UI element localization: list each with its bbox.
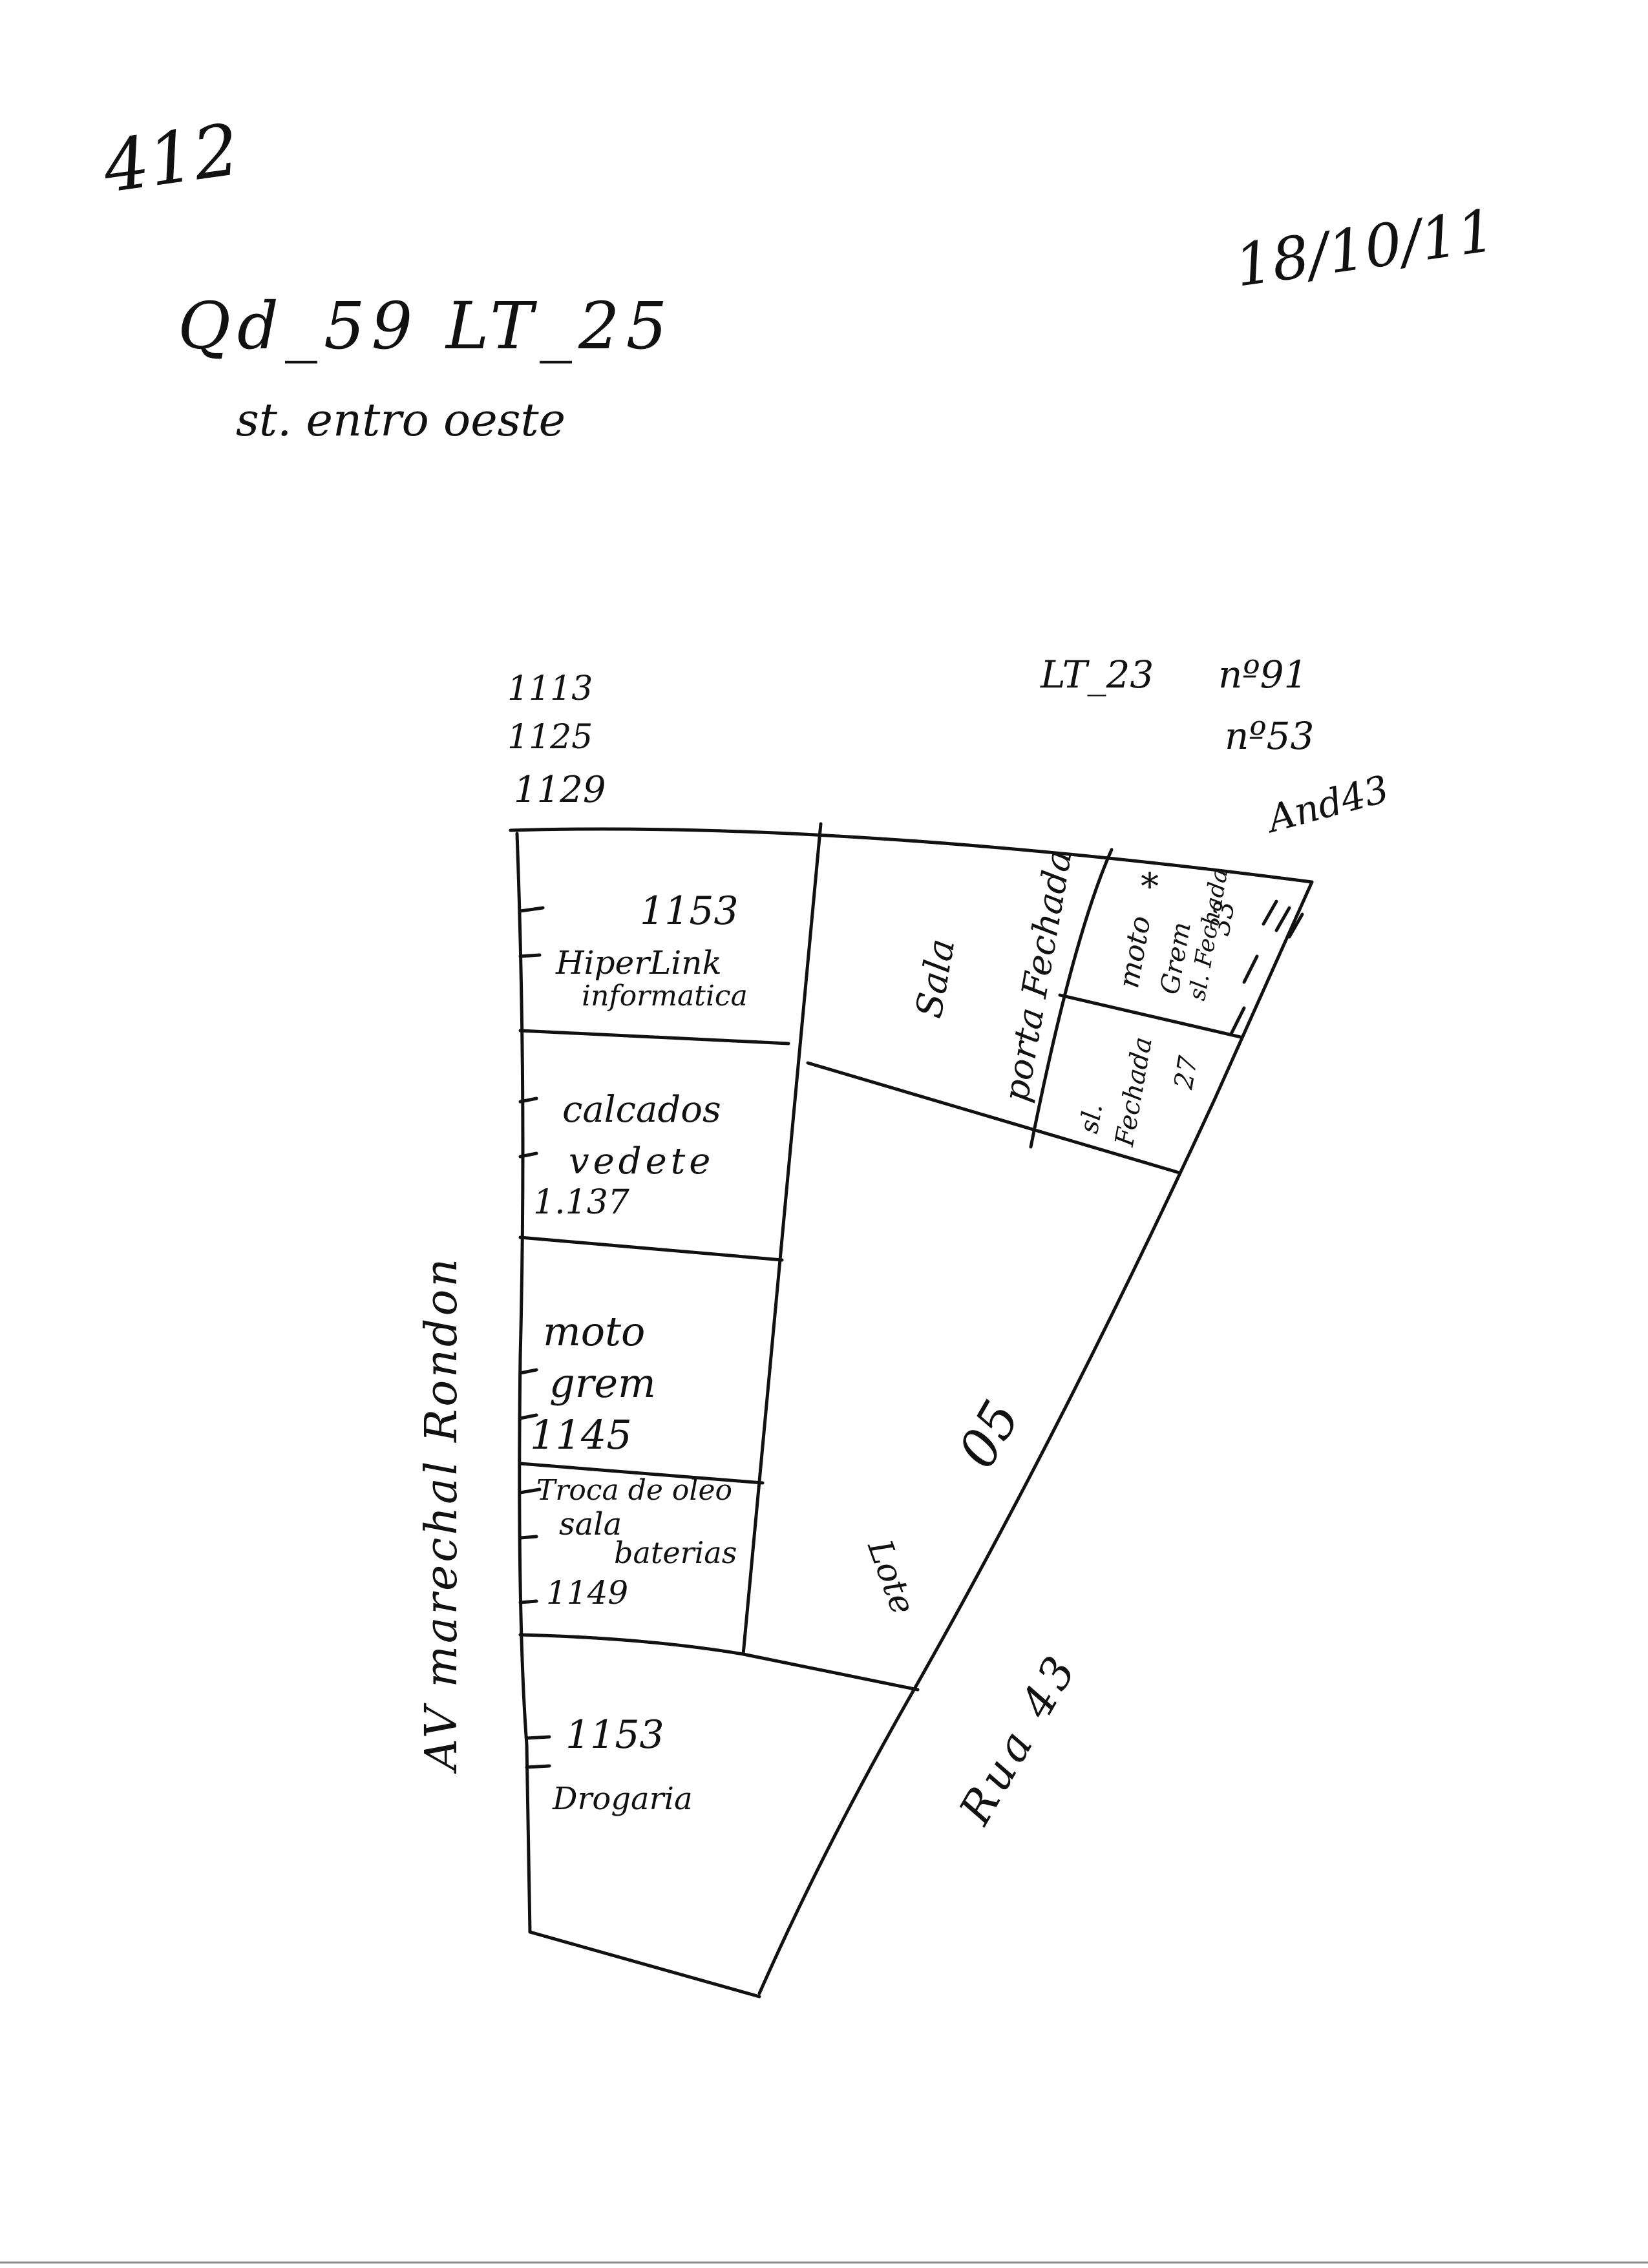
- room-troca-baterias: baterias: [614, 1535, 737, 1570]
- room-troca-number: 1149: [546, 1574, 629, 1612]
- left-column-divider: [741, 822, 823, 1656]
- room-number-1153-top: 1153: [640, 888, 739, 934]
- top-boundary-line: [509, 827, 1314, 884]
- address-number-1113: 1113: [507, 669, 593, 708]
- room-calcados-name: calcados: [562, 1089, 721, 1131]
- room-sl-fechada-prefix: sl.: [1074, 1101, 1109, 1136]
- room-calcados-number: 1.137: [533, 1183, 629, 1222]
- room-moto-number: 1145: [530, 1411, 632, 1458]
- partition-sala: [806, 1061, 1181, 1175]
- partition-bottom: [518, 1633, 920, 1692]
- lt-reference: LT_23: [1041, 653, 1154, 697]
- room-troca-subname: sala: [559, 1506, 622, 1542]
- number-53: nº53: [1225, 714, 1315, 758]
- avenue-name: AV marechal Rondon: [416, 1255, 467, 1770]
- partition-calcados: [518, 1235, 784, 1262]
- number-91: nº91: [1218, 653, 1308, 697]
- room-hiperlink-name: HiperLink: [556, 944, 722, 982]
- left-boundary-line: [515, 832, 532, 1934]
- room-sl-fechada-number: 27: [1168, 1053, 1204, 1092]
- room-moto-small-star: *: [1141, 866, 1159, 908]
- address-number-1129: 1129: [514, 769, 606, 811]
- small-room-divider: [1029, 848, 1114, 1149]
- room-calcados-subname: vedete: [569, 1140, 715, 1182]
- room-drogaria-name: Drogaria: [553, 1781, 693, 1817]
- room-moto-small-number: 33: [1203, 898, 1241, 938]
- small-room-split: [1058, 993, 1243, 1039]
- room-moto-subname: grem: [549, 1360, 656, 1407]
- sector-name: st. entro oeste: [236, 394, 566, 446]
- partition-moto: [518, 1462, 765, 1485]
- address-number-1125: 1125: [507, 718, 593, 757]
- room-drogaria-number: 1153: [565, 1712, 664, 1758]
- bottom-boundary-line: [528, 1930, 761, 1999]
- lot-reference: Qd_59 LT_25: [178, 288, 674, 364]
- room-hiperlink-subname: informatica: [582, 980, 748, 1013]
- room-moto-name: moto: [543, 1308, 646, 1355]
- bottom-edge-line: [0, 2262, 1648, 2263]
- right-boundary-line: [757, 880, 1314, 1995]
- partition-1153: [518, 1029, 790, 1045]
- room-troca-name: Troca de oleo: [536, 1474, 733, 1507]
